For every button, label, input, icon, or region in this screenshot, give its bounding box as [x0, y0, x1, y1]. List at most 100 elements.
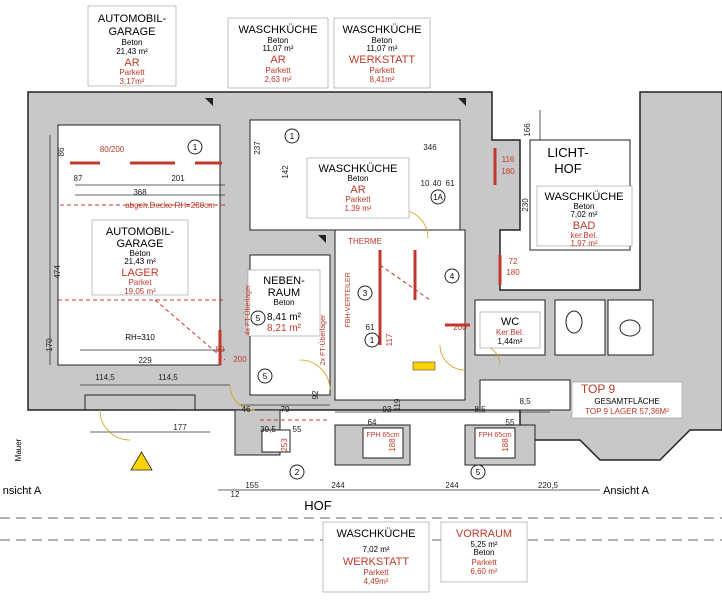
dim-229: 229 [138, 356, 152, 365]
dim-244: 244 [331, 481, 345, 490]
auto-top-floor: Parkett [119, 68, 145, 77]
marker-1b: 1 [290, 132, 295, 141]
top9-title: TOP 9 [581, 382, 616, 396]
wk2-area2: 8,41m² [370, 75, 395, 84]
dim-119: 119 [393, 398, 402, 411]
auto-mid-area: 21,43 m² [124, 257, 156, 266]
wk-right-use: BAD [573, 220, 596, 232]
ft2-label: 2x FT-Überlager [319, 314, 327, 365]
top9-total-value: TOP 9 LAGER 57,36M² [585, 407, 669, 416]
wk-inner-title: WASCHKÜCHE [318, 163, 397, 175]
dim-8-5b: 8,5 [519, 397, 531, 406]
wk2-material: Beton [372, 36, 393, 45]
auto-top-title: AUTOMOBIL- [98, 13, 167, 25]
marker-1: 1 [193, 143, 198, 152]
auto-mid-area2: 19,05 m² [124, 287, 156, 296]
wk-right-title: WASCHKÜCHE [544, 191, 623, 203]
rh-label: RH=310 [125, 333, 155, 342]
vorraum-floor: Parkett [471, 558, 497, 567]
red-dashed-lines [58, 204, 431, 421]
dim-80: 80 [216, 345, 225, 354]
dim-244b: 244 [445, 481, 459, 490]
dim-114-5: 114,5 [95, 373, 115, 382]
wk1-material: Beton [268, 36, 289, 45]
dim-220-5: 220,5 [538, 481, 559, 490]
top9-total-label: GESAMTFLÄCHE [594, 397, 659, 406]
dim-180: 180 [501, 167, 515, 176]
auto-mid-floor: Parket [128, 278, 152, 287]
dim-253: 253 [280, 438, 289, 452]
dim-79: 79 [281, 405, 290, 414]
vorraum-material: Beton [474, 548, 495, 557]
wk1-area: 11,07 m² [263, 44, 294, 53]
dimension-lines [0, 110, 722, 541]
dim-230: 230 [521, 198, 530, 212]
fph2-label: FPH 65cm [478, 432, 511, 439]
wk-right-floor: ker.Bel. [571, 231, 598, 240]
marker-5b: 5 [263, 372, 268, 381]
dim-12: 12 [231, 490, 240, 499]
dim-188: 188 [388, 438, 397, 452]
dim-116: 116 [502, 155, 515, 164]
dim-474: 474 [53, 265, 62, 279]
dim-166: 166 [523, 123, 532, 137]
abgeh-label: abgeh.Decke RH=280cm [125, 201, 215, 210]
wk-right-area: 7,02 m² [570, 210, 597, 219]
mauer-label: Mauer [14, 438, 23, 461]
dim-61b: 61 [446, 179, 455, 188]
wk1-floor: Parkett [265, 66, 291, 75]
ansicht-right: Ansicht A [603, 485, 650, 497]
dim-46: 46 [242, 405, 251, 414]
wc-area: 1,44m² [498, 337, 523, 346]
dimension-numbers: 80/200 86 87 201 368 474 229 114,5 114,5… [45, 123, 559, 499]
wk1-use: AR [270, 54, 285, 66]
dim-155: 155 [245, 481, 259, 490]
wk-right-area2: 1,97 m² [570, 239, 597, 248]
dim-142: 142 [281, 165, 290, 179]
auto-top-area: 21,43 m² [116, 47, 148, 56]
auto-mid-material: Beton [130, 249, 151, 258]
marker-1c: 1 [370, 336, 375, 345]
wk-bottom-area2: 4,49m² [364, 577, 389, 586]
toilet-icon [565, 310, 641, 337]
fph1-label: FPH 65cm [366, 432, 399, 439]
dim-55b: 55 [293, 425, 302, 434]
marker-3: 3 [363, 289, 368, 298]
dim-200: 200 [233, 355, 247, 364]
marker-1a: 1A [433, 193, 443, 202]
dim-346: 346 [423, 143, 437, 152]
wk2-use: WERKSTATT [349, 54, 415, 66]
auto-mid-use: LAGER [121, 267, 158, 279]
neben-title2: RAUM [268, 287, 300, 299]
wk2-title: WASCHKÜCHE [342, 24, 421, 36]
neben-material: Beton [274, 298, 295, 307]
auto-top-title2: GARAGE [108, 26, 155, 38]
dim-86: 86 [57, 147, 66, 156]
wk2-area: 11,07 m² [367, 44, 398, 53]
auto-top-material: Beton [122, 38, 143, 47]
lichthof-title: LICHT- [547, 145, 588, 160]
wk-bottom-area: 7,02 m² [362, 545, 389, 554]
dim-114-5b: 114,5 [158, 373, 178, 382]
ft1-label: 4x FT-Überlager [244, 284, 252, 335]
marker-5: 5 [256, 314, 261, 323]
wk-bottom-floor: Parkett [363, 568, 389, 577]
marker-5c: 5 [476, 468, 481, 477]
dim-170: 170 [45, 338, 54, 352]
wk-inner-area: 1,39 m² [344, 204, 371, 213]
wk-bottom-use: WERKSTATT [343, 556, 409, 568]
auto-top-area2: 3,17m² [120, 77, 145, 86]
dim-64: 64 [368, 418, 377, 427]
dim-368: 368 [133, 188, 147, 197]
dim-237: 237 [253, 141, 262, 155]
wk-inner-floor: Parkett [345, 195, 371, 204]
therme-label: THERME [348, 237, 382, 246]
dim-117: 117 [385, 333, 394, 346]
hof-label: HOF [304, 498, 332, 513]
wk2-floor: Parkett [369, 66, 395, 75]
stair-icons [205, 98, 466, 243]
dim-72: 72 [509, 257, 518, 266]
marker-2: 2 [295, 468, 300, 477]
dim-61: 61 [366, 323, 375, 332]
wk1-title: WASCHKÜCHE [238, 24, 317, 36]
